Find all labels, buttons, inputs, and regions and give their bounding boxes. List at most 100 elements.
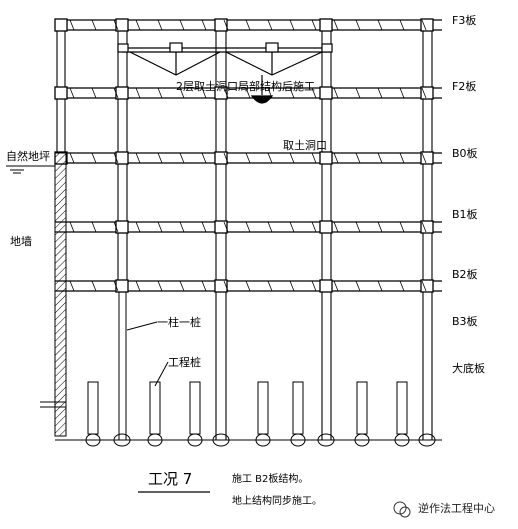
slab-tick: [311, 280, 317, 292]
slab-tick: [289, 221, 295, 233]
slab-tick: [135, 280, 141, 292]
label-diaphragm-wall: 地墙: [10, 234, 32, 248]
slab-tick: [135, 221, 141, 233]
slab-tick: [267, 19, 273, 31]
slab-tick: [157, 152, 163, 164]
slab-tick: [179, 87, 185, 99]
slab-tick: [399, 87, 405, 99]
slab-tick: [201, 280, 207, 292]
slab-node: [319, 220, 333, 234]
column-pile: [118, 291, 127, 440]
slab-tick: [245, 152, 251, 164]
label-natural-ground: 自然地坪: [6, 149, 50, 163]
caption-line-2: 地上结构同步施工。: [232, 494, 322, 507]
slab-node: [214, 151, 228, 165]
slab-node: [54, 86, 68, 100]
slab-b0: [55, 152, 442, 164]
slab-node: [420, 18, 434, 32]
slab-tick: [223, 87, 229, 99]
engineering-pile: [189, 381, 201, 435]
label-b1: B1板: [452, 207, 478, 221]
engineering-pile: [149, 381, 161, 435]
slab-node: [319, 279, 333, 293]
slab-tick: [421, 152, 427, 164]
slab-tick: [91, 280, 97, 292]
slab-node: [214, 86, 228, 100]
label-opening-b0: 取土洞口: [283, 139, 327, 152]
engineering-pile: [87, 381, 99, 435]
slab-tick: [333, 19, 339, 31]
watermark-text: 逆作法工程中心: [418, 501, 495, 515]
slab-tick: [377, 280, 383, 292]
slab-tick: [421, 87, 427, 99]
slab-tick: [69, 87, 75, 99]
slab-tick: [289, 87, 295, 99]
slab-tick: [179, 152, 185, 164]
slab-tick: [399, 280, 405, 292]
slab-node: [420, 151, 434, 165]
label-b3: B3板: [452, 314, 478, 328]
label-f3: F3板: [452, 13, 476, 27]
slab-tick: [179, 280, 185, 292]
slab-tick: [179, 221, 185, 233]
slab-tick: [245, 280, 251, 292]
slab-tick: [355, 19, 361, 31]
slab-tick: [267, 152, 273, 164]
slab-node: [420, 279, 434, 293]
slab-tick: [69, 152, 75, 164]
engineering-pile: [396, 381, 408, 435]
engineering-pile: [257, 381, 269, 435]
slab-tick: [113, 221, 119, 233]
slab-tick: [377, 152, 383, 164]
slab-tick: [113, 280, 119, 292]
engineering-pile: [292, 381, 304, 435]
caption-title: 工况 7: [148, 470, 192, 488]
slab-node: [319, 86, 333, 100]
slab-tick: [311, 19, 317, 31]
slab-tick: [355, 87, 361, 99]
slab-tick: [157, 280, 163, 292]
engineering-piles: [85, 381, 436, 447]
slab-tick: [355, 221, 361, 233]
slab-node: [54, 18, 68, 32]
leader-lines: [126, 321, 169, 387]
slab-tick: [289, 152, 295, 164]
slab-tick: [399, 221, 405, 233]
label-engineering-pile: 工程桩: [168, 355, 201, 369]
watermark: 逆作法工程中心: [393, 501, 495, 518]
slab-tick: [201, 87, 207, 99]
slab-tick: [289, 19, 295, 31]
slab-tick: [91, 221, 97, 233]
slab-tick: [333, 221, 339, 233]
caption-line-1: 施工 B2板结构。: [232, 472, 308, 485]
diaphragm-wall: [54, 152, 67, 437]
slab-tick: [135, 19, 141, 31]
slab-tick: [421, 280, 427, 292]
label-f2: F2板: [452, 79, 476, 93]
slab-tick: [91, 87, 97, 99]
slab-f3: [55, 19, 442, 31]
slab-tick: [311, 87, 317, 99]
slab-tick: [355, 152, 361, 164]
slab-tick: [223, 19, 229, 31]
slab-tick: [377, 221, 383, 233]
opening-dashes: [130, 87, 330, 292]
slab-tick: [245, 221, 251, 233]
slab-tick: [69, 221, 75, 233]
slab-tick: [333, 152, 339, 164]
slab-tick: [69, 19, 75, 31]
slab-tick: [355, 280, 361, 292]
slab-tick: [113, 19, 119, 31]
slab-tick: [267, 221, 273, 233]
slab-tick: [399, 152, 405, 164]
slab-b1: [55, 221, 442, 233]
slab-tick: [377, 19, 383, 31]
slab-node: [319, 18, 333, 32]
slab-tick: [201, 221, 207, 233]
slab-tick: [157, 221, 163, 233]
label-base-slab: 大底板: [452, 361, 485, 375]
label-column-pile: 一柱一桩: [157, 315, 201, 329]
slab-tick: [267, 280, 273, 292]
